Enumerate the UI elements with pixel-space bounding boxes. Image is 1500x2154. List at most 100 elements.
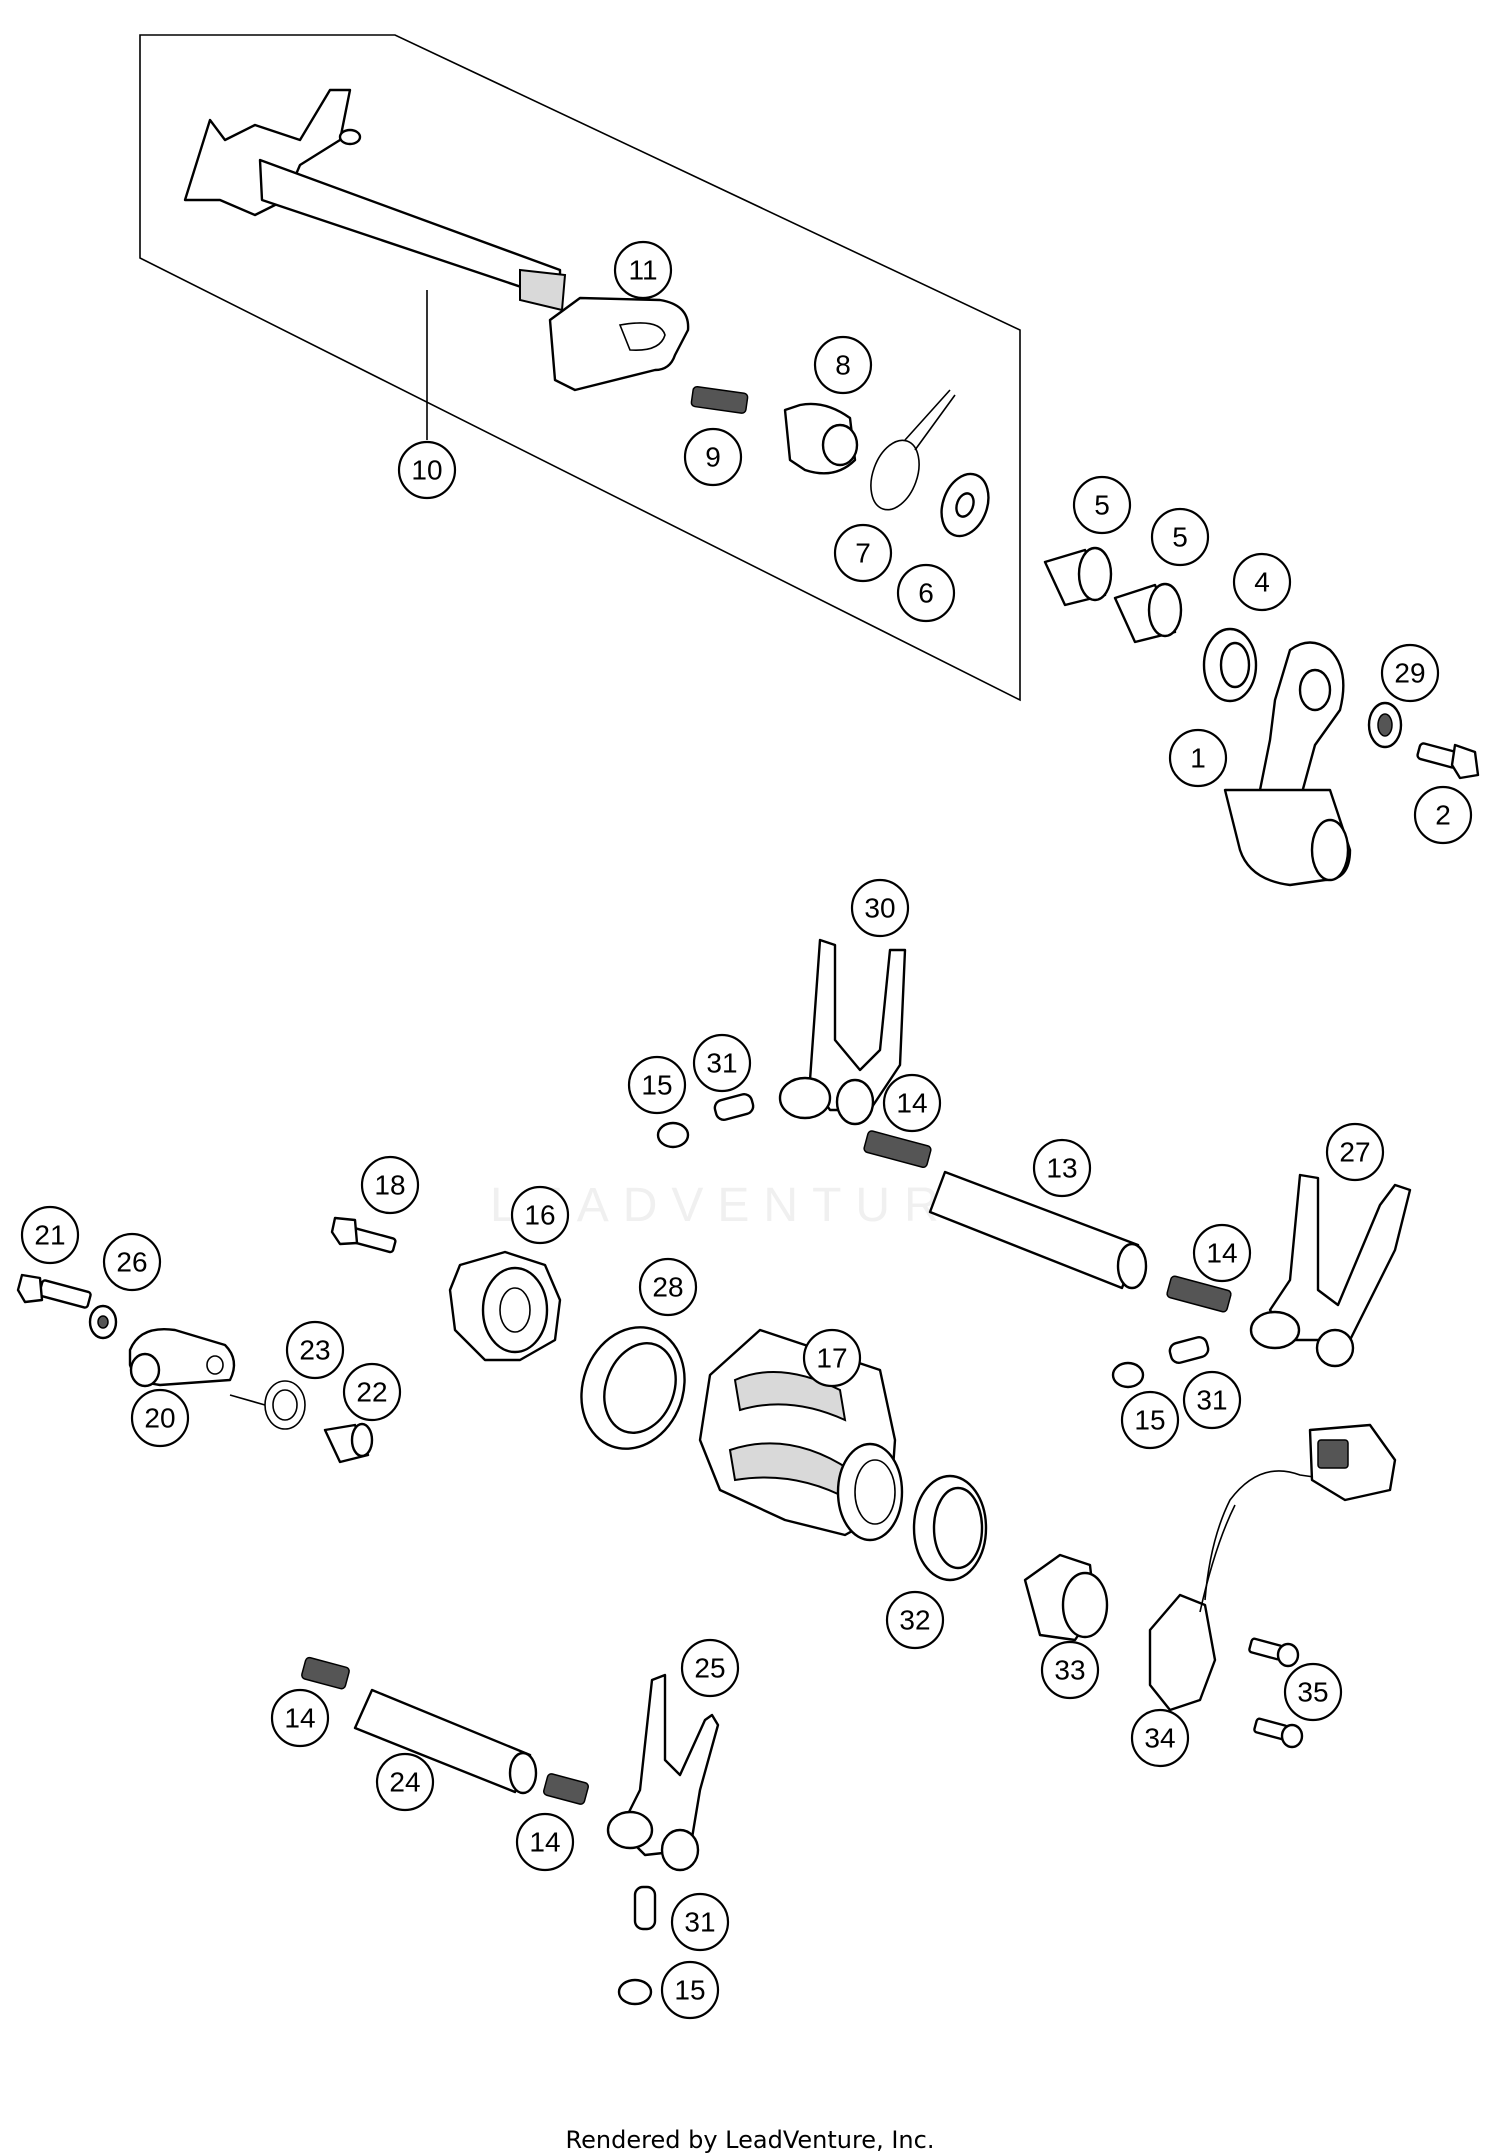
callout-5b: 5	[1150, 507, 1210, 567]
svg-text:9: 9	[705, 442, 721, 473]
svg-text:1: 1	[1190, 743, 1206, 774]
callout-23: 23	[285, 1320, 345, 1380]
callout-14a: 14	[882, 1073, 942, 1133]
svg-text:15: 15	[641, 1070, 672, 1101]
svg-text:22: 22	[356, 1377, 387, 1408]
bearing-32	[912, 1474, 988, 1582]
svg-text:25: 25	[694, 1653, 725, 1684]
assembly-outline-box	[139, 34, 1021, 702]
screw-35b	[1253, 1717, 1304, 1749]
svg-text:8: 8	[835, 350, 851, 381]
shift-lever-1	[1223, 641, 1352, 887]
washer-26	[88, 1304, 118, 1340]
roller-15a	[656, 1121, 690, 1149]
callout-1: 1	[1168, 728, 1228, 788]
shift-drum-17	[698, 1328, 904, 1542]
roller-15b	[1111, 1361, 1145, 1389]
callout-34: 34	[1130, 1708, 1190, 1768]
callout-29: 29	[1380, 643, 1440, 703]
callout-14c: 14	[270, 1688, 330, 1748]
svg-text:11: 11	[628, 255, 657, 286]
spring-14b	[1166, 1275, 1232, 1313]
spring-14d	[543, 1773, 589, 1805]
callout-13: 13	[1032, 1138, 1092, 1198]
callout-15b: 15	[1120, 1390, 1180, 1450]
svg-text:20: 20	[144, 1403, 175, 1434]
shift-fork-27	[1249, 1173, 1412, 1368]
callout-35: 35	[1283, 1662, 1343, 1722]
nut-29	[1367, 701, 1403, 749]
pin-31a	[713, 1093, 755, 1121]
svg-text:10: 10	[411, 455, 442, 486]
svg-text:35: 35	[1297, 1677, 1328, 1708]
svg-text:7: 7	[855, 538, 871, 569]
svg-text:14: 14	[529, 1827, 560, 1858]
svg-text:13: 13	[1046, 1153, 1077, 1184]
svg-text:21: 21	[34, 1220, 65, 1251]
bolt-21	[16, 1273, 92, 1309]
sleeve-8	[783, 402, 859, 475]
svg-text:18: 18	[374, 1170, 405, 1201]
callout-21: 21	[20, 1205, 80, 1265]
svg-text:2: 2	[1435, 800, 1451, 831]
svg-text:29: 29	[1394, 658, 1425, 689]
svg-text:14: 14	[284, 1703, 315, 1734]
svg-text:31: 31	[1196, 1385, 1227, 1416]
callout-15a: 15	[627, 1055, 687, 1115]
svg-text:15: 15	[674, 1975, 705, 2006]
callout-32: 32	[885, 1590, 945, 1650]
svg-text:14: 14	[896, 1088, 927, 1119]
pin-31c	[633, 1885, 657, 1931]
callout-5a: 5	[1072, 475, 1132, 535]
spring-clip-7	[870, 389, 956, 511]
callout-16: 16	[510, 1185, 570, 1245]
svg-text:6: 6	[918, 578, 934, 609]
svg-text:15: 15	[1134, 1405, 1165, 1436]
callout-31b: 31	[1182, 1370, 1242, 1430]
rod-24	[353, 1688, 538, 1795]
svg-text:28: 28	[652, 1272, 683, 1303]
sensor-33	[1023, 1553, 1109, 1642]
svg-text:31: 31	[684, 1907, 715, 1938]
pin-31b	[1168, 1336, 1210, 1364]
callout-17: 17	[802, 1328, 862, 1388]
bushing-22	[323, 1422, 374, 1464]
bushing-5a	[1043, 546, 1113, 607]
svg-text:14: 14	[1206, 1238, 1237, 1269]
callout-22: 22	[342, 1362, 402, 1422]
watermark-text: LEADVENTURE	[490, 1179, 999, 1232]
svg-text:17: 17	[816, 1343, 847, 1374]
svg-text:5: 5	[1172, 522, 1188, 553]
svg-text:16: 16	[524, 1200, 555, 1231]
svg-text:30: 30	[864, 893, 895, 924]
svg-text:24: 24	[389, 1767, 420, 1798]
callout-10: 10	[397, 440, 457, 500]
svg-text:32: 32	[899, 1605, 930, 1636]
spring-9	[690, 385, 749, 414]
svg-text:5: 5	[1094, 490, 1110, 521]
svg-text:4: 4	[1254, 567, 1270, 598]
svg-text:33: 33	[1054, 1655, 1085, 1686]
callout-31c: 31	[670, 1892, 730, 1952]
screw-35a	[1248, 1637, 1300, 1668]
callout-4: 4	[1232, 552, 1292, 612]
callout-30: 30	[850, 878, 910, 938]
callout-26: 26	[102, 1232, 162, 1292]
spring-14a	[863, 1130, 932, 1169]
footer-credit: Rendered by LeadVenture, Inc.	[565, 2126, 935, 2154]
svg-text:23: 23	[299, 1335, 330, 1366]
shift-drum-cam-16	[448, 1250, 562, 1362]
callout-27: 27	[1325, 1122, 1385, 1182]
callout-14d: 14	[515, 1812, 575, 1872]
svg-text:31: 31	[706, 1048, 737, 1079]
spring-23	[229, 1380, 306, 1430]
callout-18: 18	[360, 1155, 420, 1215]
callout-25: 25	[680, 1638, 740, 1698]
locking-lever-20	[128, 1328, 236, 1388]
shift-fork-25	[606, 1673, 720, 1872]
shift-shaft	[183, 88, 567, 312]
bolt-2	[1416, 742, 1480, 780]
callout-2: 2	[1413, 785, 1473, 845]
spring-14c	[301, 1656, 350, 1690]
shift-plate	[548, 296, 690, 392]
